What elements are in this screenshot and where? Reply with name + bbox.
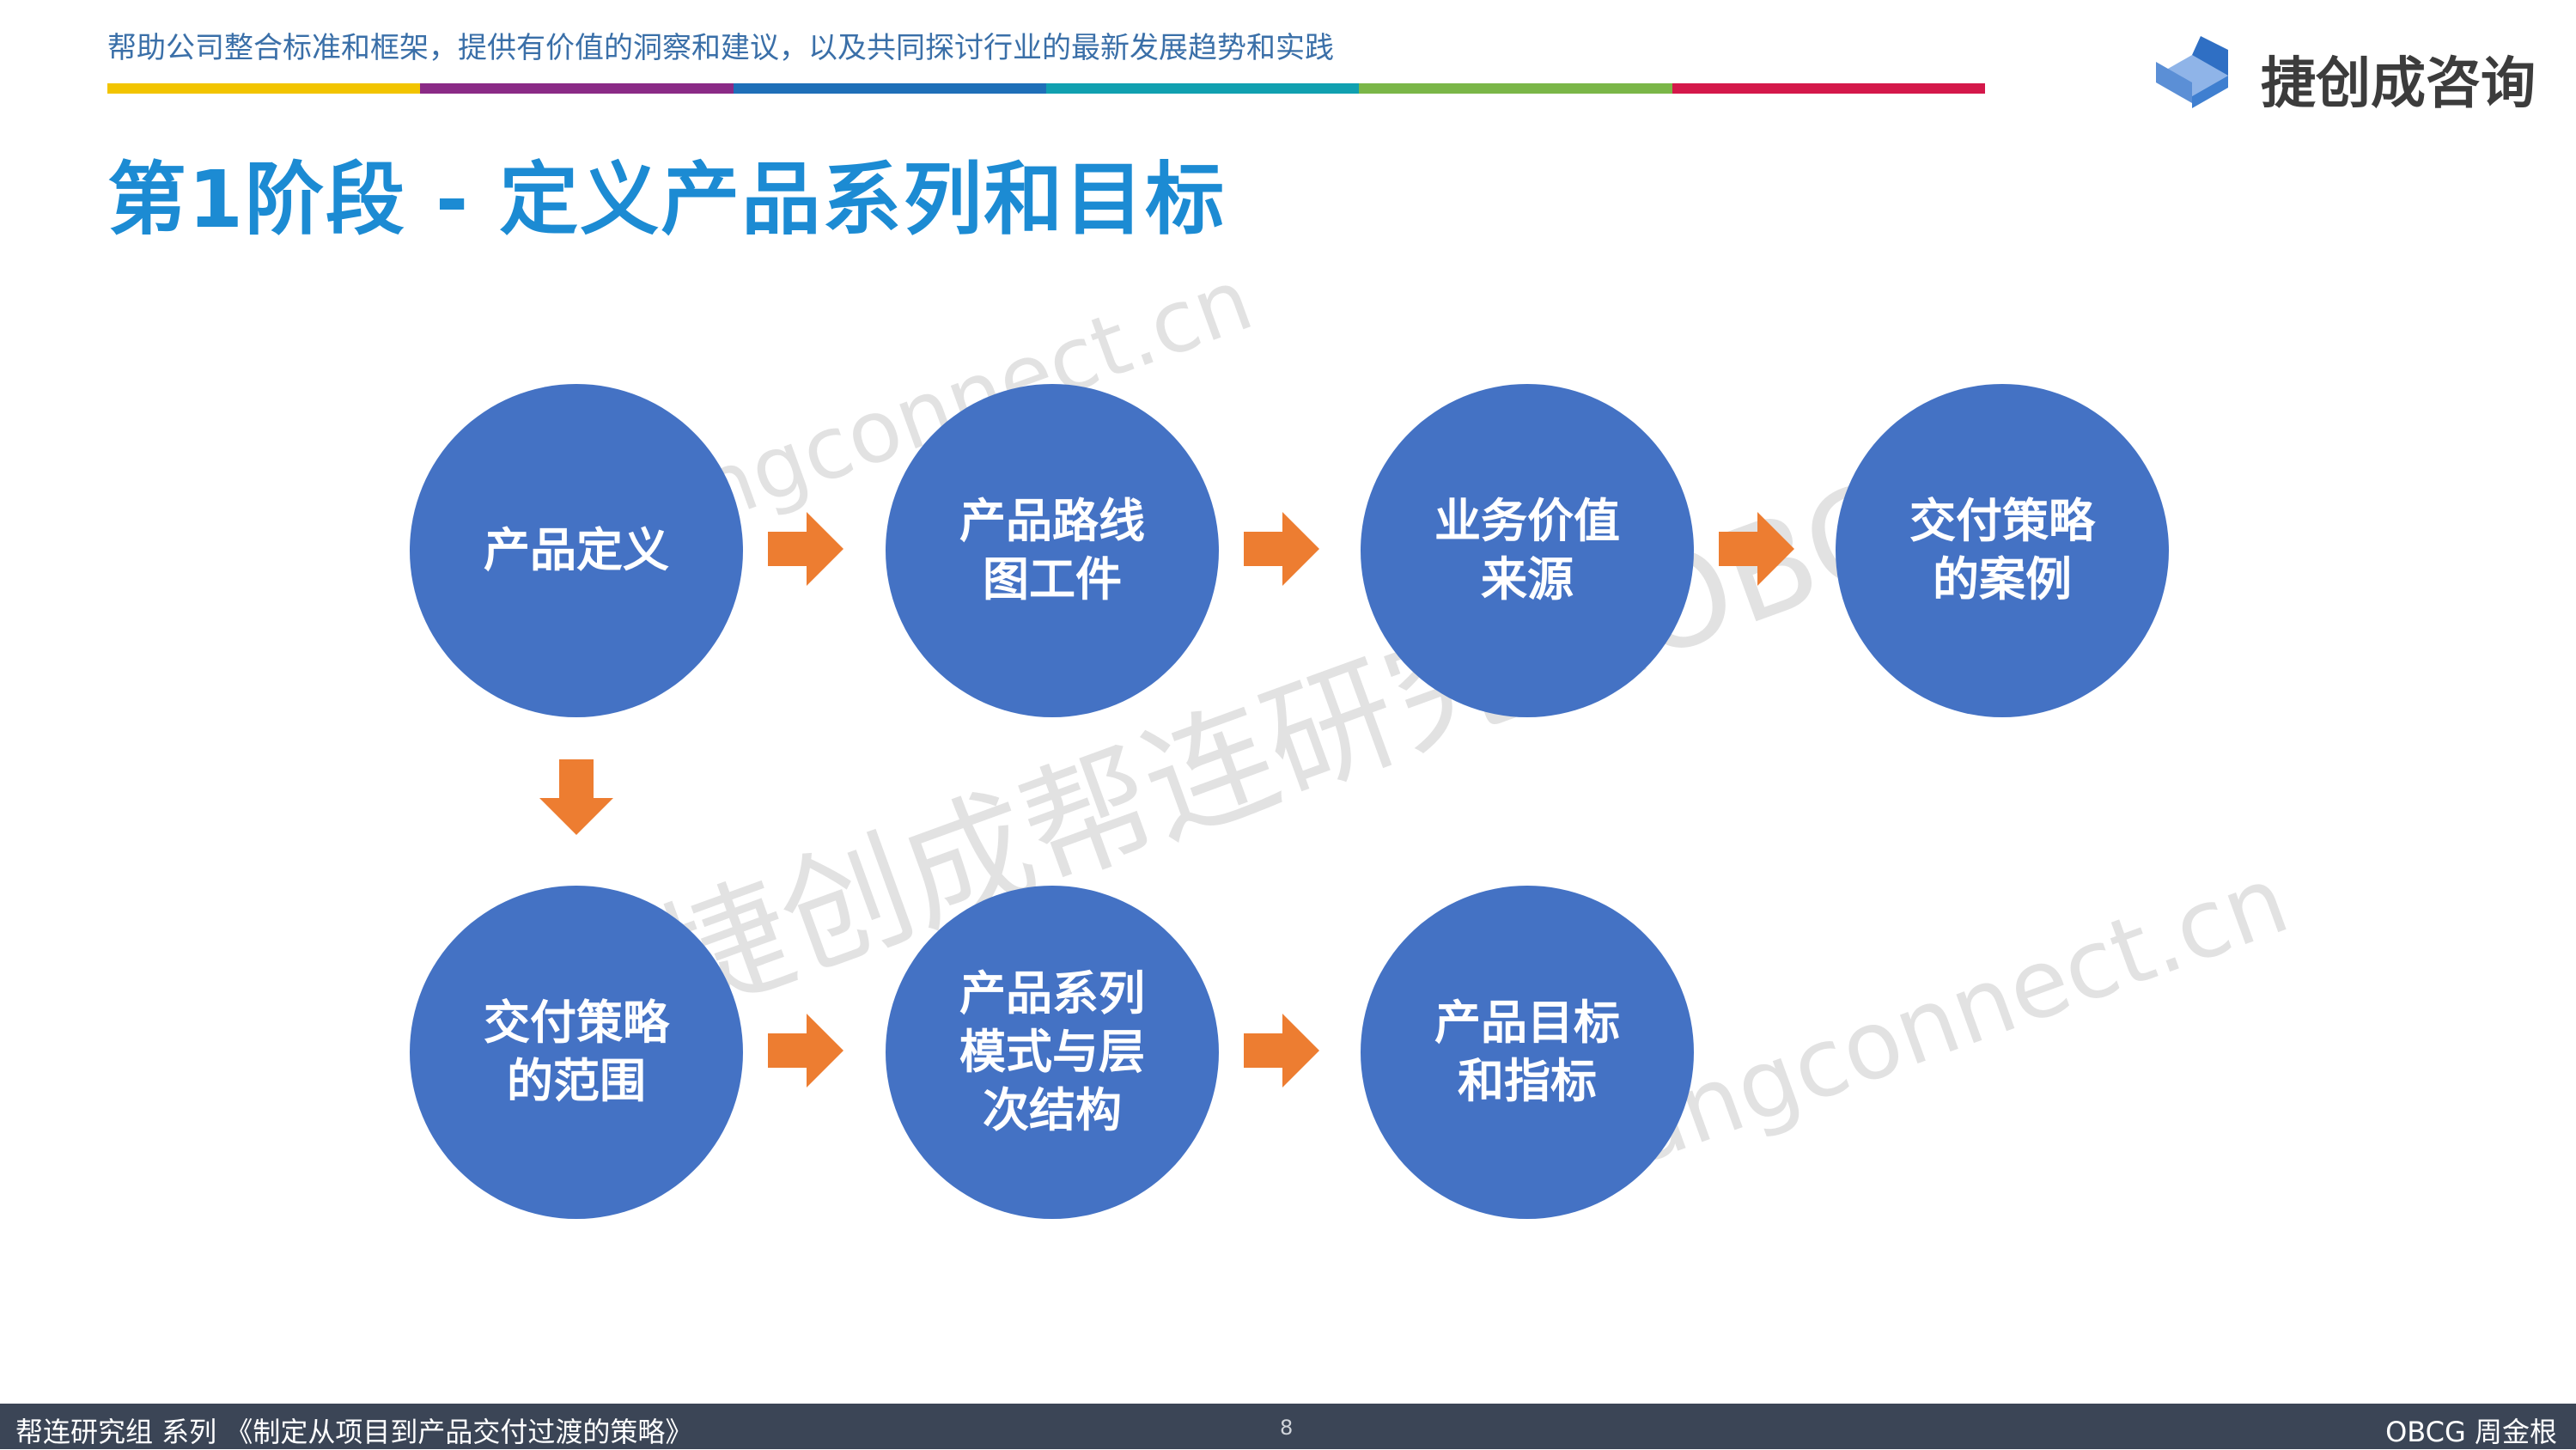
diagram-node: 业务价值来源 xyxy=(1361,384,1694,717)
diagram-node: 产品系列模式与层次结构 xyxy=(886,886,1219,1219)
color-bar-segment xyxy=(1672,83,1985,94)
color-bar-segment xyxy=(420,83,734,94)
header-tagline: 帮助公司整合标准和框架，提供有价值的洞察和建议，以及共同探讨行业的最新发展趋势和… xyxy=(107,31,1334,65)
node-label: 产品定义 xyxy=(484,523,669,577)
color-bar-segment xyxy=(1045,83,1360,94)
footer-series-title: 帮连研究组 系列 《制定从项目到产品交付过渡的策略》 xyxy=(15,1416,693,1448)
company-logo-icon xyxy=(2156,36,2228,108)
diagram-node: 产品定义 xyxy=(410,384,743,717)
footer-bar: 帮连研究组 系列 《制定从项目到产品交付过渡的策略》 8 OBCG 周金根 xyxy=(0,1404,2576,1449)
arrow-down-icon xyxy=(539,759,613,835)
color-bar-segment xyxy=(107,83,421,94)
arrow-right-icon xyxy=(768,1014,843,1088)
diagram-node: 交付策略的案例 xyxy=(1836,384,2169,717)
node-label: 业务价值来源 xyxy=(1434,494,1620,606)
diagram-node: 产品目标和指标 xyxy=(1361,886,1694,1219)
arrow-right-icon xyxy=(1244,512,1319,586)
color-bar-segment xyxy=(1359,83,1672,94)
node-label: 产品目标和指标 xyxy=(1434,996,1620,1108)
node-label: 产品路线图工件 xyxy=(959,494,1145,606)
node-label: 产品系列模式与层次结构 xyxy=(959,966,1145,1137)
arrow-right-icon xyxy=(1244,1014,1319,1088)
footer-author: OBCG 周金根 xyxy=(2385,1416,2557,1448)
page-number: 8 xyxy=(1280,1416,1294,1440)
arrow-right-icon xyxy=(768,512,843,586)
header-color-bar xyxy=(107,83,1985,94)
node-label: 交付策略的案例 xyxy=(1909,494,2095,606)
diagram-node: 产品路线图工件 xyxy=(886,384,1219,717)
page-title: 第1阶段 - 定义产品系列和目标 xyxy=(107,154,1227,246)
color-bar-segment xyxy=(733,83,1046,94)
company-logo-text: 捷创成咨询 xyxy=(2261,52,2536,116)
arrow-right-icon xyxy=(1719,512,1794,586)
diagram-node: 交付策略的范围 xyxy=(410,886,743,1219)
node-label: 交付策略的范围 xyxy=(484,996,669,1108)
